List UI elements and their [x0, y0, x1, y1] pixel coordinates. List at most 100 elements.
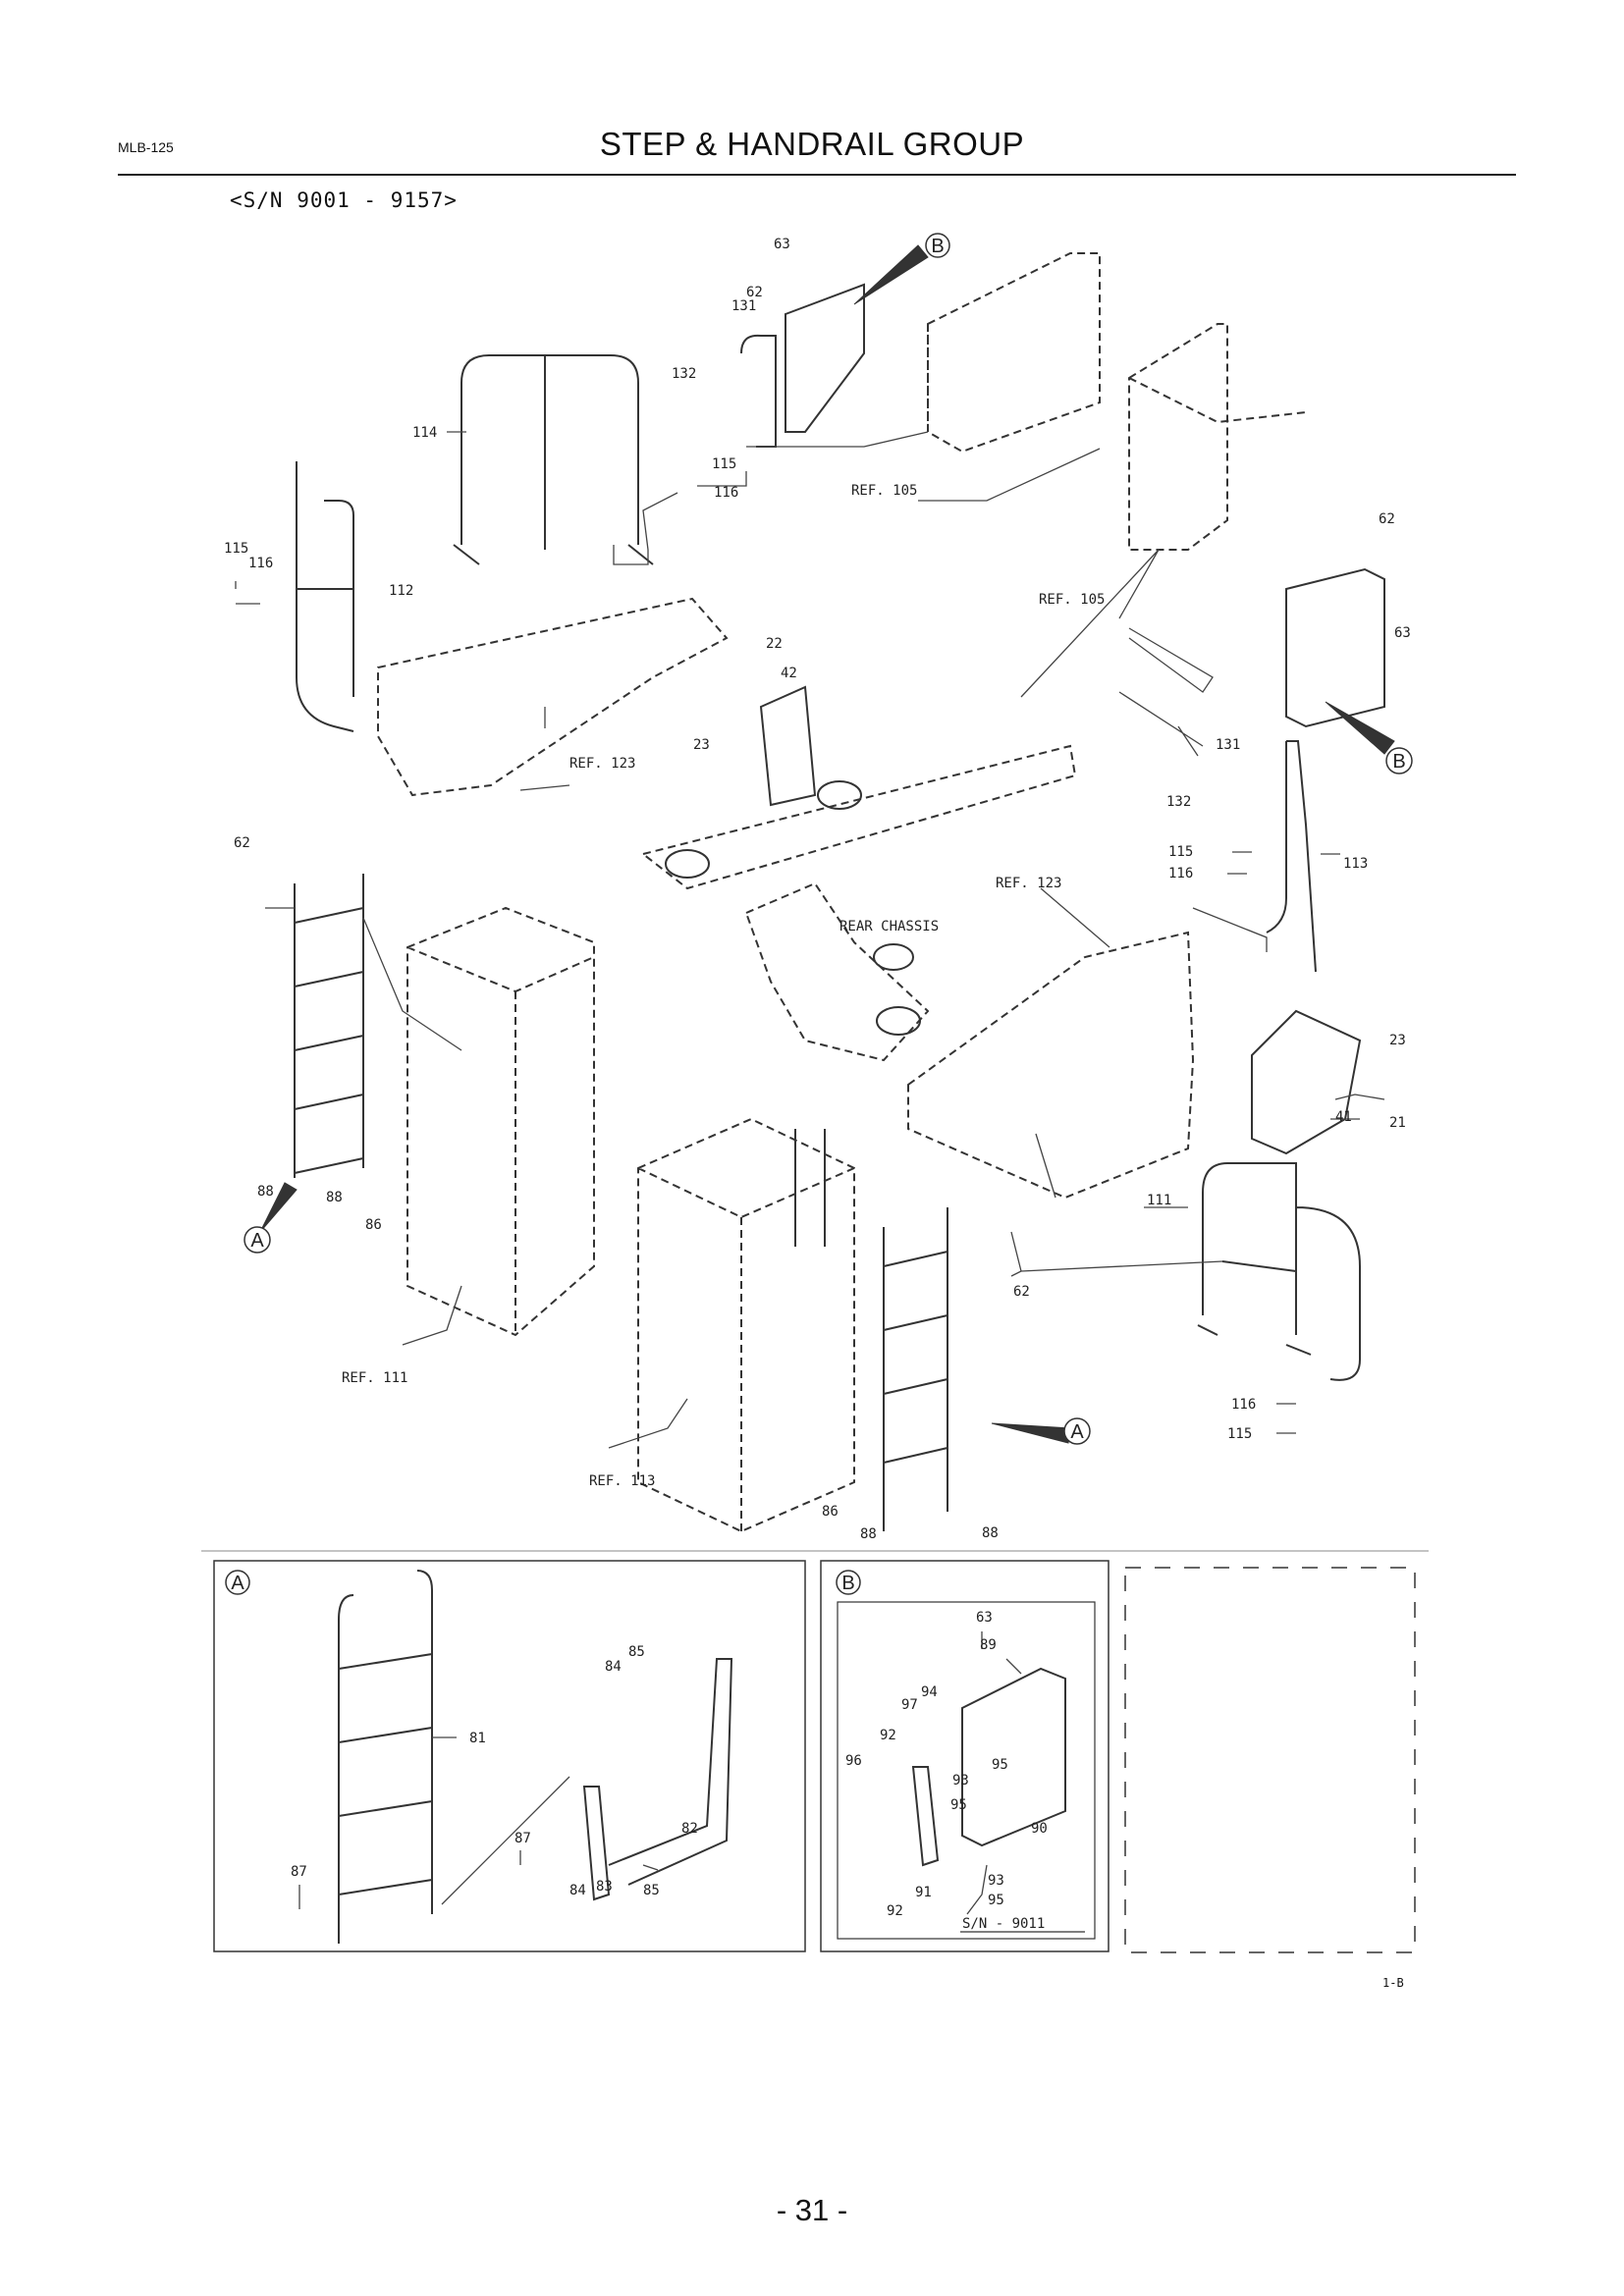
detail-b-marker-label: B: [841, 1573, 854, 1594]
part-116-upper: 116: [714, 485, 738, 501]
detail-a-part-85-bottom: 85: [643, 1883, 660, 1898]
part-23-right: 23: [1389, 1033, 1406, 1048]
part-116-left: 116: [248, 556, 273, 571]
ref-111: REF. 111: [342, 1370, 407, 1386]
part-88-bottom-b: 88: [982, 1525, 999, 1541]
rear-chassis: [640, 744, 1077, 1062]
detail-b-part-92-bottom: 92: [887, 1903, 903, 1919]
part-116-right: 116: [1168, 866, 1193, 881]
detail-b-part-90: 90: [1031, 1821, 1048, 1837]
ref-105-right: REF. 105: [1039, 592, 1105, 608]
ref-113: REF. 113: [589, 1473, 655, 1489]
ref-105-upper: REF. 105: [851, 483, 917, 499]
arrow-b-right: [1325, 701, 1395, 755]
callout-a-left: [244, 1226, 271, 1254]
tank-ref-111: [406, 906, 595, 1337]
step-right-63: [1285, 567, 1385, 728]
model-number: MLB-125: [118, 139, 174, 155]
part-115-right: 115: [1168, 844, 1193, 860]
ref-123-right: REF. 123: [996, 876, 1061, 891]
detail-b-part-97: 97: [901, 1697, 918, 1713]
part-131-upper: 131: [731, 298, 756, 314]
detail-b-marker: [836, 1570, 861, 1595]
part-88-left-b: 88: [326, 1190, 343, 1205]
detail-b-step: [911, 1667, 1066, 1867]
part-62-upper: 62: [746, 285, 763, 300]
part-21: 21: [1389, 1115, 1406, 1131]
part-86-left: 86: [365, 1217, 382, 1233]
arrow-b-upper: [853, 244, 929, 305]
part-88-bottom-a: 88: [860, 1526, 877, 1542]
cover-41: [1251, 1009, 1362, 1155]
handrail-112: [296, 461, 354, 732]
detail-a-marker: [225, 1570, 250, 1595]
detail-a-bracket: [582, 1658, 733, 1901]
part-63-upper: 63: [774, 237, 790, 252]
callout-b-right: [1385, 747, 1413, 774]
callout-b-upper: [925, 233, 950, 258]
part-41: 41: [1335, 1109, 1352, 1125]
part-88-left-a: 88: [257, 1184, 274, 1200]
frame-upper: [927, 252, 1101, 454]
detail-a-part-81: 81: [469, 1731, 486, 1746]
detail-a-part-82: 82: [681, 1821, 698, 1837]
detail-b-part-63: 63: [976, 1610, 993, 1626]
callout-b-upper-label: B: [931, 236, 944, 257]
callout-a-left-label: A: [250, 1230, 264, 1252]
part-116-bottom: 116: [1231, 1397, 1256, 1413]
detail-a-ladder: [338, 1570, 433, 1944]
page-number: - 31 -: [776, 2193, 848, 2227]
detail-b-part-95-mid: 95: [950, 1797, 967, 1813]
part-63-right: 63: [1394, 625, 1411, 641]
part-23-center: 23: [693, 737, 710, 753]
bracket-131-upper: [740, 334, 777, 448]
detail-b-part-93-bottom: 93: [988, 1873, 1004, 1889]
ladder-left: [294, 874, 364, 1178]
detail-b-part-89: 89: [980, 1637, 997, 1653]
part-131-right: 131: [1216, 737, 1240, 753]
part-22: 22: [766, 636, 783, 652]
detail-b-part-95-right: 95: [992, 1757, 1008, 1773]
detail-b-serial-note: S/N - 9011: [962, 1916, 1045, 1932]
detail-a-part-87-mid: 87: [514, 1831, 531, 1846]
page-title: STEP & HANDRAIL GROUP: [599, 126, 1025, 162]
frame-right: [1128, 323, 1307, 551]
bracket-22: [759, 685, 817, 807]
detail-a-part-84-bottom: 84: [569, 1883, 586, 1898]
platform-right: [907, 931, 1195, 1200]
part-42: 42: [781, 666, 797, 681]
part-62-center: 62: [1013, 1284, 1030, 1300]
detail-a-box: [213, 1560, 806, 1952]
step-upper-63: [785, 283, 865, 433]
part-132-upper: 132: [672, 366, 696, 382]
figure-code: 1-B: [1382, 1976, 1404, 1990]
detail-b-part-96: 96: [845, 1753, 862, 1769]
detail-b-part-91: 91: [915, 1885, 932, 1900]
detail-empty-box: [1124, 1567, 1416, 1953]
part-112: 112: [389, 583, 413, 599]
handrail-113: [1266, 740, 1317, 973]
part-111: 111: [1147, 1193, 1171, 1208]
detail-a-part-83: 83: [596, 1879, 613, 1895]
part-115-upper: 115: [712, 456, 736, 472]
part-113: 113: [1343, 856, 1368, 872]
detail-b-part-92-top: 92: [880, 1728, 896, 1743]
detail-b-part-93-top: 93: [952, 1773, 969, 1789]
part-86-bottom: 86: [822, 1504, 839, 1520]
arrow-a-left: [259, 1182, 298, 1233]
part-62-left: 62: [234, 835, 250, 851]
part-115-bottom: 115: [1227, 1426, 1252, 1442]
handrail-111: [1197, 1162, 1361, 1381]
ref-123-left: REF. 123: [569, 756, 635, 772]
platform-left: [377, 597, 729, 797]
detail-a-part-85-top: 85: [628, 1644, 645, 1660]
detail-b-part-94: 94: [921, 1684, 938, 1700]
callout-a-right-label: A: [1070, 1421, 1084, 1443]
rear-chassis-label: REAR CHASSIS: [839, 919, 939, 934]
detail-a-part-84-top: 84: [605, 1659, 622, 1675]
handrail-114: [453, 354, 654, 565]
part-132-right: 132: [1166, 794, 1191, 810]
detail-b-part-95-bottom: 95: [988, 1893, 1004, 1908]
ladder-right: [883, 1207, 948, 1531]
